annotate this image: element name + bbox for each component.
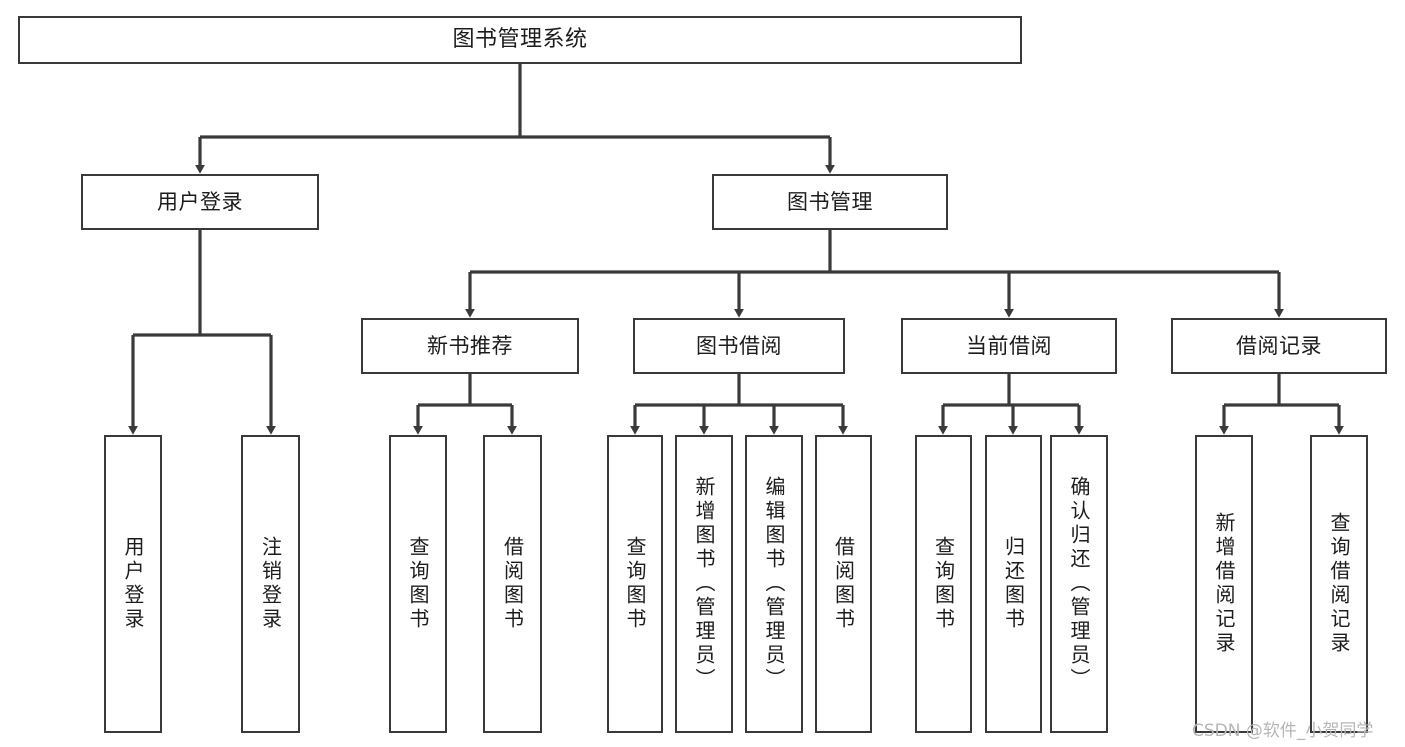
leaf-user-login[interactable]: 用户登录: [104, 435, 162, 733]
node-label: 查询图书: [623, 536, 647, 632]
leaf-query-book-recommendation[interactable]: 查询图书: [389, 435, 447, 733]
node-borrow-record[interactable]: 借阅记录: [1171, 318, 1387, 374]
node-label: 编辑图书（管理员）: [762, 476, 786, 692]
node-label: 图书管理系统: [452, 26, 588, 52]
leaf-add-book-admin[interactable]: 新增图书（管理员）: [675, 435, 733, 733]
node-label: 借阅图书: [831, 536, 856, 632]
leaf-query-book-current[interactable]: 查询图书: [915, 435, 972, 733]
leaf-borrow-book[interactable]: 借阅图书: [815, 435, 872, 733]
node-label: 新书推荐: [427, 333, 513, 358]
leaf-query-book-borrow[interactable]: 查询图书: [607, 435, 663, 733]
node-label: 图书管理: [787, 189, 873, 214]
node-user-login[interactable]: 用户登录: [81, 174, 319, 230]
node-label: 查询图书: [931, 536, 956, 632]
node-label: 当前借阅: [966, 333, 1052, 358]
node-book-manage[interactable]: 图书管理: [712, 174, 948, 230]
csdn-watermark: CSDN @软件_小贺同学: [1192, 721, 1374, 741]
leaf-logout[interactable]: 注销登录: [241, 435, 300, 733]
node-label: 借阅图书: [500, 536, 525, 632]
node-label: 用户登录: [157, 189, 243, 214]
node-label: 新增借阅记录: [1212, 512, 1236, 656]
leaf-add-borrow-record[interactable]: 新增借阅记录: [1195, 435, 1253, 733]
node-new-book-recommendation[interactable]: 新书推荐: [361, 318, 579, 374]
leaf-borrow-book-recommendation[interactable]: 借阅图书: [483, 435, 542, 733]
leaf-query-borrow-record[interactable]: 查询借阅记录: [1310, 435, 1368, 733]
node-label: 查询借阅记录: [1327, 512, 1351, 656]
node-book-borrow[interactable]: 图书借阅: [633, 318, 845, 374]
node-label: 归还图书: [1001, 536, 1026, 632]
node-current-borrow[interactable]: 当前借阅: [901, 318, 1117, 374]
node-label: 确认归还（管理员）: [1067, 476, 1091, 692]
node-label: 用户登录: [121, 536, 145, 632]
leaf-return-book[interactable]: 归还图书: [985, 435, 1042, 733]
node-root-system[interactable]: 图书管理系统: [18, 16, 1022, 64]
node-label: 查询图书: [406, 536, 430, 632]
node-label: 图书借阅: [696, 333, 782, 358]
node-label: 注销登录: [258, 536, 283, 632]
node-label: 新增图书（管理员）: [692, 476, 716, 692]
leaf-confirm-return-admin[interactable]: 确认归还（管理员）: [1050, 435, 1108, 733]
node-label: 借阅记录: [1236, 333, 1322, 358]
leaf-edit-book-admin[interactable]: 编辑图书（管理员）: [745, 435, 803, 733]
